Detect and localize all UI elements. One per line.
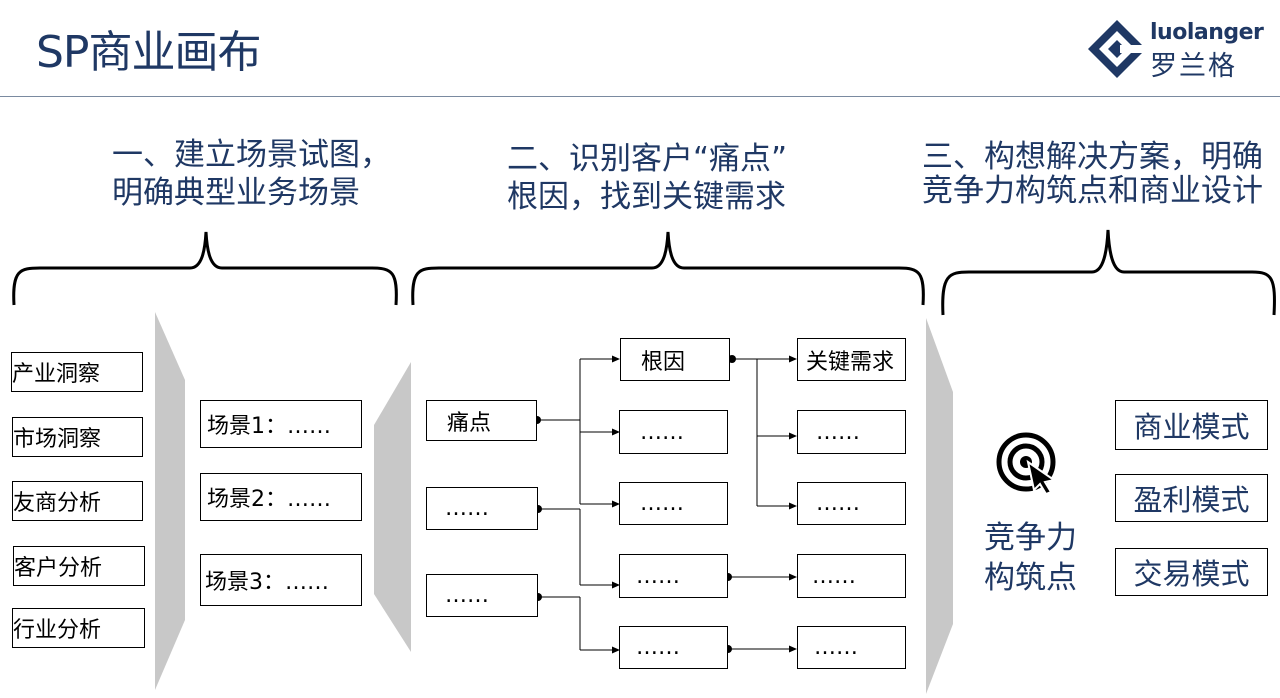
section-3-heading-line1: 三、构想解决方案，明确 [922,139,1263,175]
section-2-brace [411,231,925,306]
funnel-shape-2 [374,362,411,652]
business-model-box: 商业模式 [1115,400,1268,450]
section-3-brace [941,229,1276,316]
pain-point-box-3: …… [426,574,538,617]
scenario-box-3: 场景3：…… [200,554,362,606]
section-3-heading: 三、构想解决方案，明确 竞争力构筑点和商业设计 [922,140,1263,208]
competitiveness-label: 竞争力 构筑点 [984,518,1077,598]
insight-box-market: 市场洞察 [12,417,143,457]
root-cause-box-2: …… [619,410,728,454]
root-cause-box-4: …… [619,554,728,598]
scenario-box-2: 场景2：…… [200,473,362,521]
key-need-box-2: …… [797,410,906,454]
section-2-heading-line2: 根因，找到关键需求 [507,179,786,215]
competitiveness-label-line1: 竞争力 [984,520,1077,556]
section-2-heading-line1: 二、识别客户“痛点” [507,141,788,177]
funnel-shape-1 [155,312,185,690]
section-3-heading-line2: 竞争力构筑点和商业设计 [922,173,1263,209]
logo-english-text: luolanger [1150,20,1264,45]
section-1-heading: 一、建立场景试图， 明确典型业务场景 [112,136,391,212]
scenario-box-1: 场景1：…… [200,400,362,448]
root-cause-box-5: …… [619,626,728,669]
pain-point-box-1: 痛点 [426,400,537,441]
pain-point-box-2: …… [426,487,538,530]
logo-chinese-text: 罗兰格 [1150,51,1237,82]
root-cause-box-3: …… [619,482,728,525]
section-1-heading-line1: 一、建立场景试图， [112,137,391,173]
target-icon [996,432,1057,496]
root-cause-box-1: 根因 [620,338,730,381]
key-need-box-1: 关键需求 [797,338,906,381]
insight-box-industry: 产业洞察 [11,352,143,392]
page-title: SP商业画布 [36,27,261,78]
key-need-box-4: …… [797,554,906,598]
section-1-brace [12,231,398,306]
insight-box-competitor: 友商分析 [12,481,143,521]
insight-box-customer: 客户分析 [13,546,145,586]
competitiveness-label-line2: 构筑点 [984,560,1077,596]
diamond-logo-icon [1088,20,1148,78]
transaction-model-box: 交易模式 [1115,548,1268,596]
section-2-heading: 二、识别客户“痛点” 根因，找到关键需求 [507,140,787,216]
profit-model-box: 盈利模式 [1115,474,1268,522]
key-need-box-5: …… [797,626,906,669]
section-1-heading-line2: 明确典型业务场景 [112,175,360,211]
header-divider [0,96,1280,97]
key-need-box-3: …… [797,482,906,525]
funnel-shape-3 [926,318,953,694]
insight-box-sector: 行业分析 [12,608,145,648]
company-logo: luolanger 罗兰格 [1086,18,1266,82]
